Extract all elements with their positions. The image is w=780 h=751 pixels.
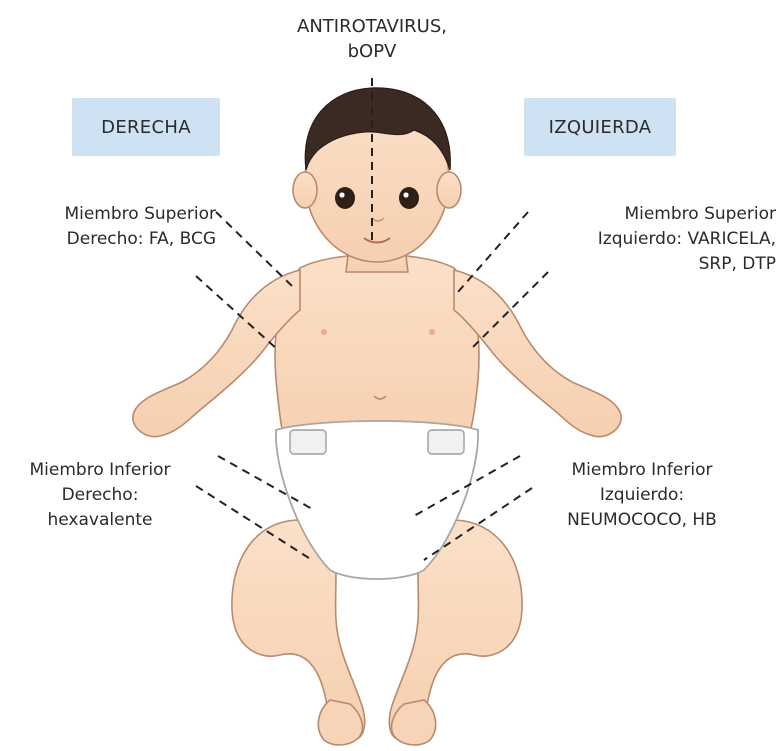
leader-upper-right-1 — [216, 212, 292, 286]
ear-left — [293, 172, 317, 208]
label-upper-right-limb: Miembro Superior Derecho: FA, BCG — [4, 202, 216, 252]
label-lower-left-limb: Miembro Inferior Izquierdo: NEUMOCOCO, H… — [536, 458, 748, 533]
diaper-tab-left — [428, 430, 464, 454]
top-label: ANTIROTAVIRUS, bOPV — [270, 14, 474, 64]
label-upper-left-limb: Miembro Superior Izquierdo: VARICELA, SR… — [540, 202, 776, 277]
ear-right — [437, 172, 461, 208]
leader-upper-left-1 — [458, 212, 528, 292]
side-box-right: DERECHA — [72, 98, 220, 156]
side-box-left: IZQUIERDA — [524, 98, 676, 156]
label-lower-right-limb: Miembro Inferior Derecho: hexavalente — [2, 458, 198, 533]
diaper-tab-right — [290, 430, 326, 454]
